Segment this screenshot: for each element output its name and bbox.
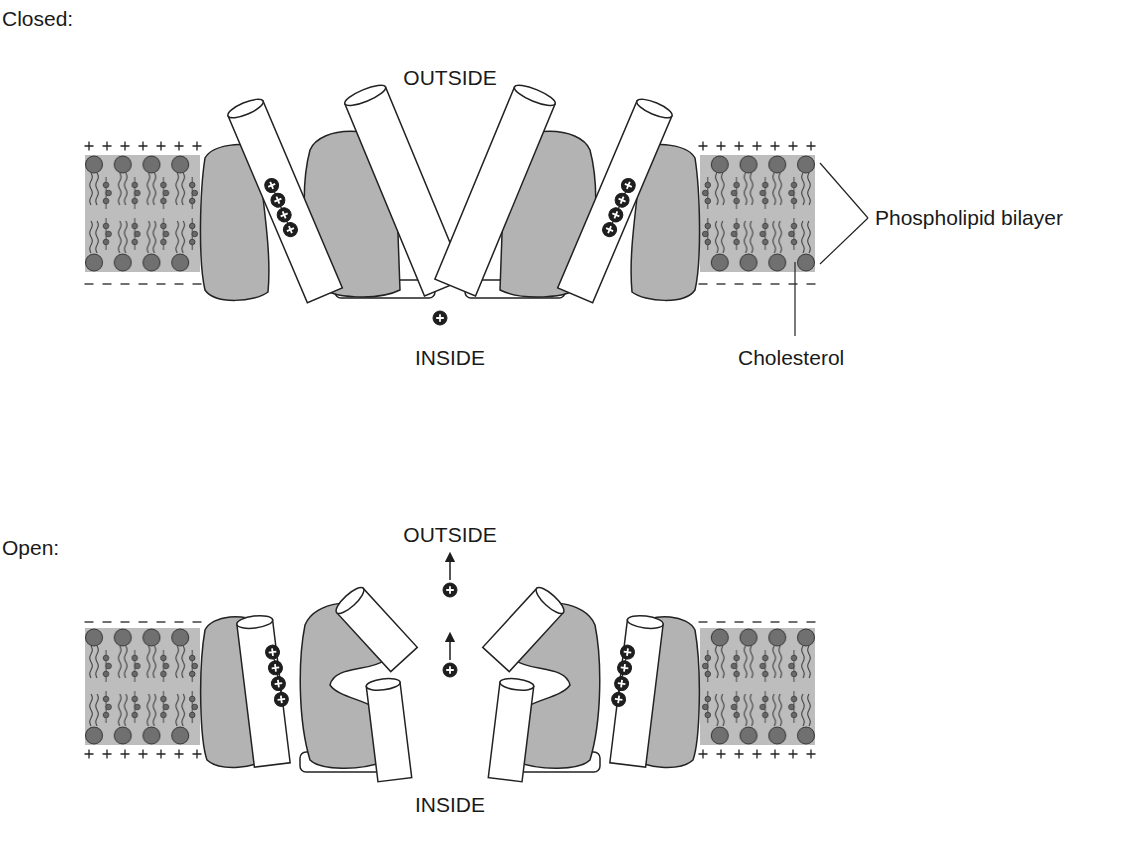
part-label: Cholesterol: [738, 346, 844, 369]
leader-line: [794, 262, 795, 336]
flow-arrow: [449, 637, 451, 660]
channel-half: [435, 81, 816, 302]
panel-heading: Closed:: [2, 7, 73, 30]
closed-channel: [85, 81, 816, 325]
region-label: INSIDE: [415, 793, 485, 816]
region-label: OUTSIDE: [403, 66, 496, 89]
open-channel: [85, 557, 816, 782]
leader-line: [820, 163, 868, 218]
cation: [443, 663, 457, 677]
cation: [443, 583, 457, 597]
region-label: OUTSIDE: [403, 523, 496, 546]
channel-half: [483, 584, 816, 782]
leader-lines: [795, 163, 868, 336]
flow-arrow: [449, 557, 451, 580]
part-label: Phospholipid bilayer: [875, 206, 1063, 229]
cation: [433, 311, 447, 325]
channel-half: [85, 81, 466, 302]
channel-half: [85, 584, 418, 782]
region-label: INSIDE: [415, 346, 485, 369]
leader-line: [820, 218, 868, 264]
panel-heading: Open:: [2, 536, 59, 559]
